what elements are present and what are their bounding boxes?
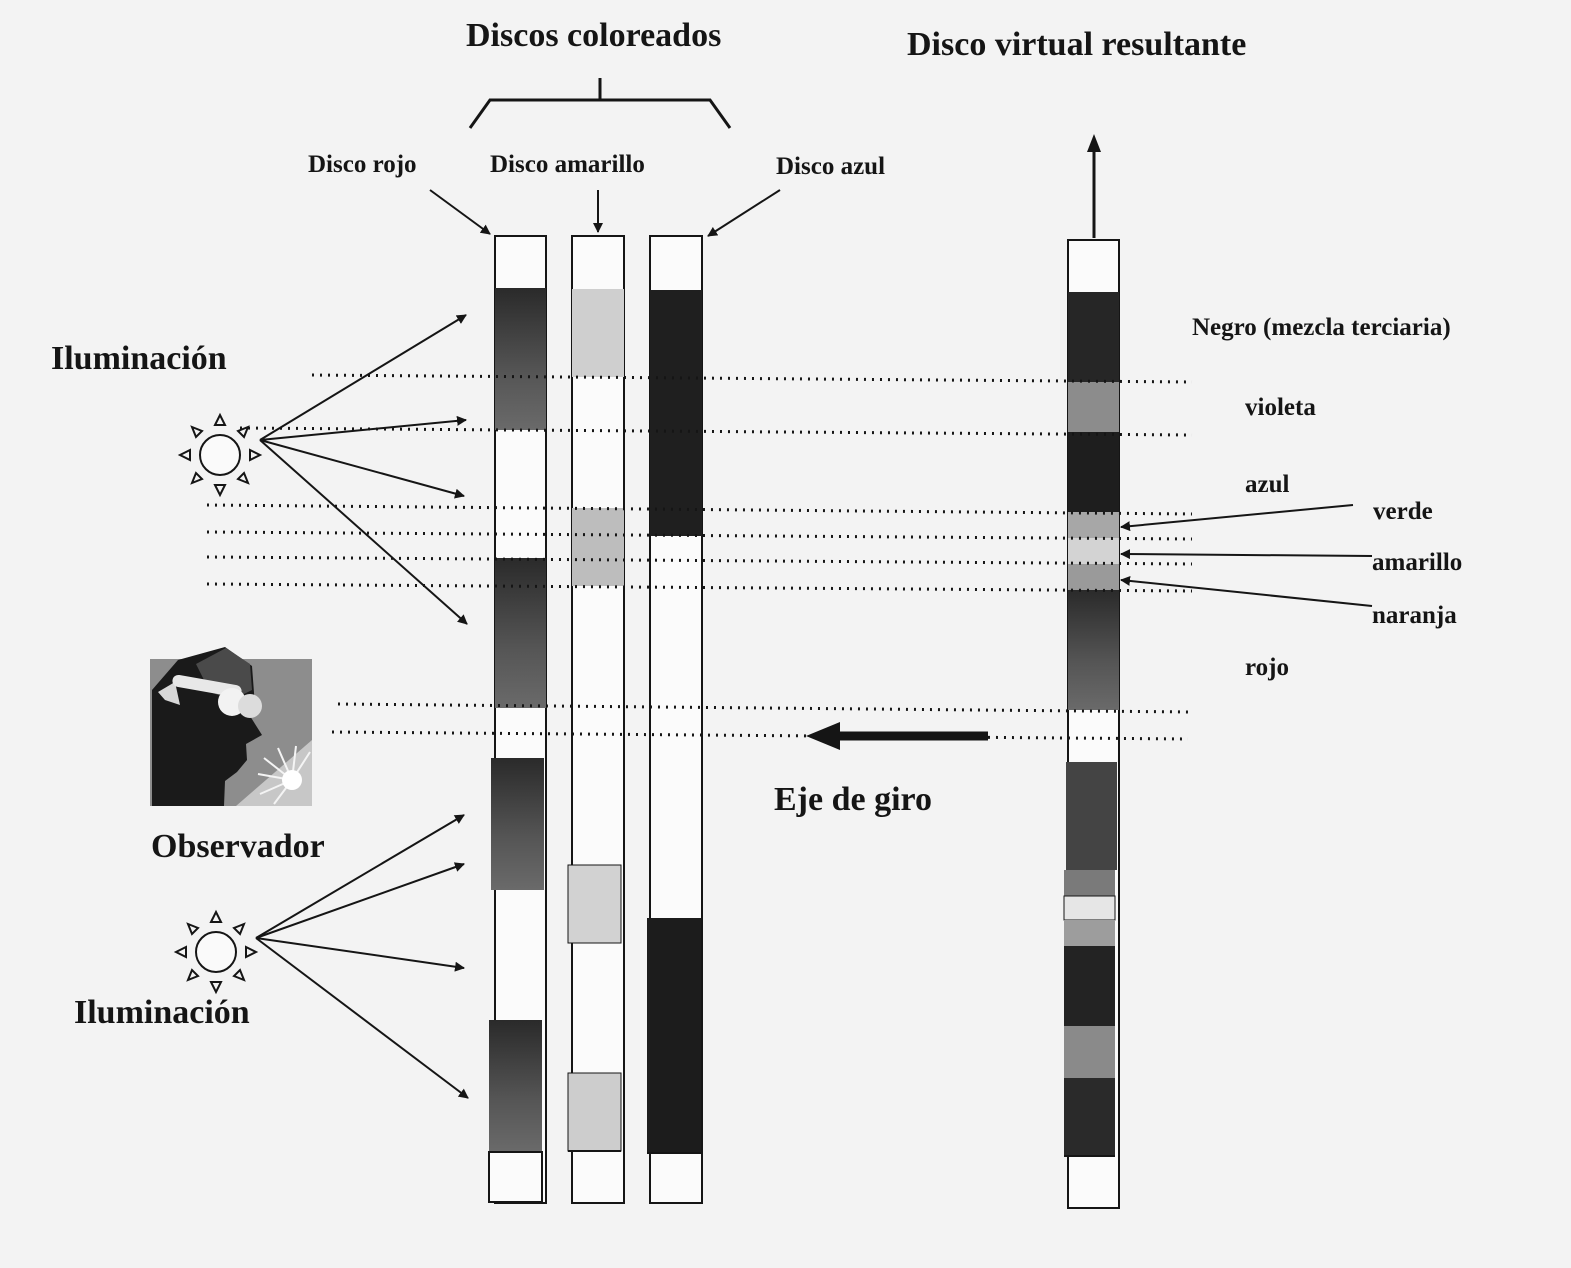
label-naranja: naranja [1372, 602, 1457, 629]
observer-head-icon [150, 647, 312, 806]
discs-brace [468, 78, 732, 129]
light-rays [255, 314, 469, 1099]
disc-rojo [488, 235, 547, 1204]
sun-icon [173, 909, 259, 995]
discs-title: Discos coloreados [466, 17, 722, 54]
label-amarillo: amarillo [1372, 549, 1463, 576]
disc-label-rojo: Disco rojo [308, 151, 417, 178]
disc-label-azul: Disco azul [776, 153, 886, 180]
rotation-axis-label: Eje de giro [774, 781, 933, 818]
disc-azul [647, 235, 703, 1204]
label-rojo: rojo [1245, 654, 1289, 681]
illumination-bottom-label: Iluminación [74, 994, 250, 1031]
disc-amarillo [567, 235, 625, 1204]
disc-virtual [1063, 134, 1120, 1209]
disc-pointer-arrows [429, 189, 781, 237]
label-verde: verde [1373, 498, 1433, 525]
label-violeta: violeta [1245, 394, 1316, 421]
rotation-axis-arrow [806, 722, 988, 750]
sun-icon [177, 412, 263, 498]
virtual-label-arrows [1120, 504, 1373, 607]
observer-label: Observador [151, 828, 325, 865]
disc-label-amarillo: Disco amarillo [490, 151, 645, 178]
label-negro: Negro (mezcla terciaria) [1192, 314, 1451, 341]
illumination-top-label: Iluminación [51, 340, 227, 377]
dotted-guides [206, 373, 1193, 741]
virtual-disc-title: Disco virtual resultante [907, 26, 1247, 63]
label-azul: azul [1245, 471, 1290, 498]
